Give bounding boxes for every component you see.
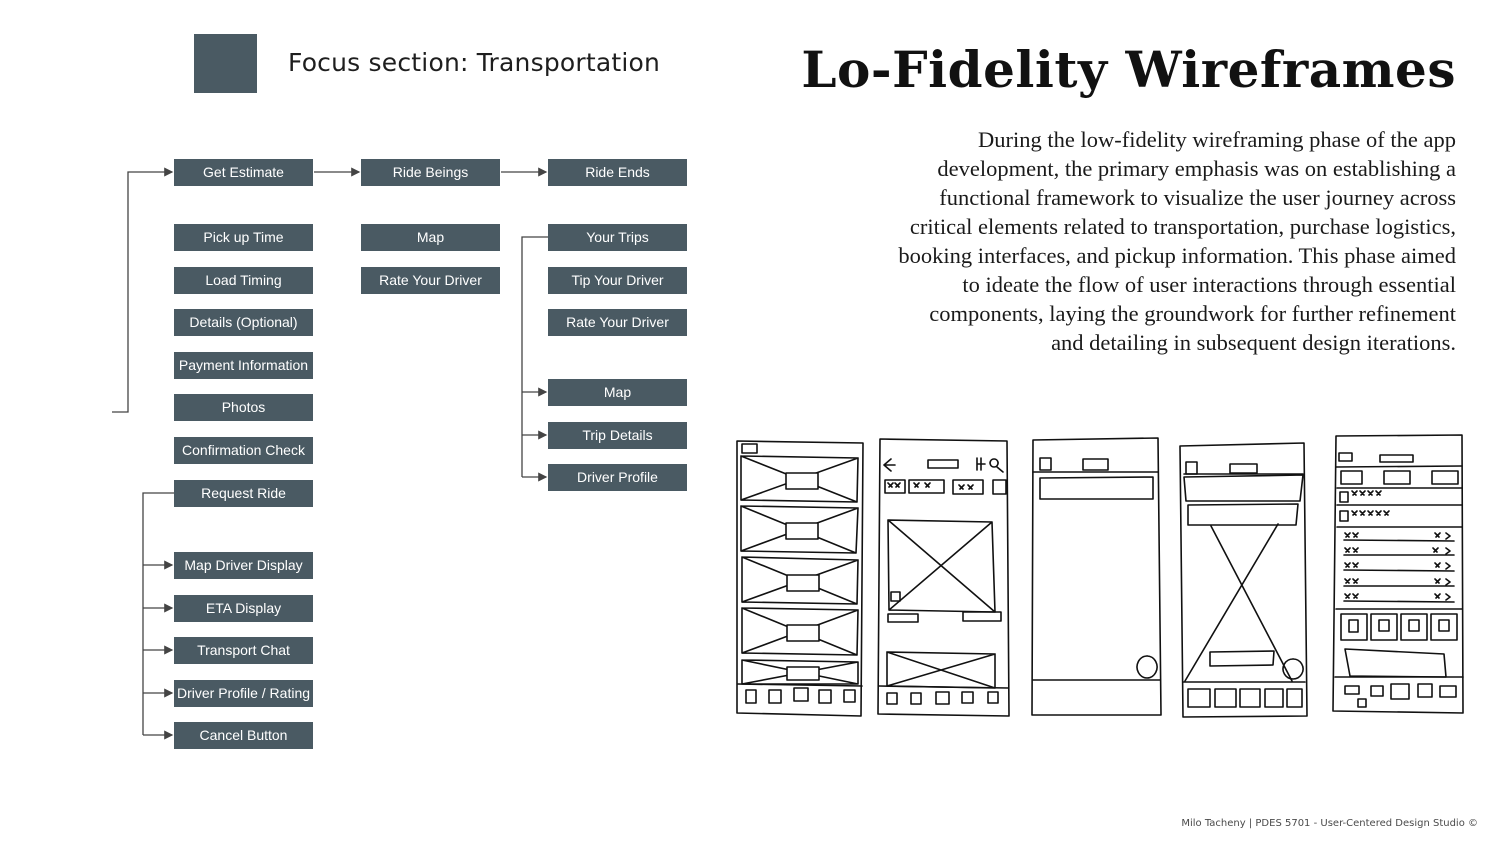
- footer-credit: Milo Tacheny | PDES 5701 - User-Centered…: [1181, 818, 1478, 829]
- connector-your-trips-trunk: [521, 236, 548, 477]
- flow-node-driver-profile: Driver Profile: [548, 464, 687, 491]
- flow-node-photos: Photos: [174, 394, 313, 421]
- flow-node-details-optional: Details (Optional): [174, 309, 313, 336]
- flow-node-cancel-button: Cancel Button: [174, 722, 313, 749]
- flow-node-payment-information: Payment Information: [174, 352, 313, 379]
- wireframe-sketch-5: [1332, 434, 1464, 714]
- wireframe-sketch-3: [1031, 437, 1162, 716]
- wireframe-sketch-1: [736, 440, 864, 717]
- flow-node-ride-begins: Ride Beings: [361, 159, 500, 186]
- page-title: Lo-Fidelity Wireframes: [801, 40, 1456, 99]
- flow-node-driver-profile-rating: Driver Profile / Rating: [174, 680, 313, 707]
- focus-section-label: Focus section: Transportation: [288, 48, 661, 77]
- flow-node-load-timing: Load Timing: [174, 267, 313, 294]
- flow-node-get-estimate: Get Estimate: [174, 159, 313, 186]
- flow-node-rate-your-driver-end: Rate Your Driver: [548, 309, 687, 336]
- connector-request-ride-trunk: [142, 492, 174, 735]
- flow-node-trip-details: Trip Details: [548, 422, 687, 449]
- flow-node-ride-ends: Ride Ends: [548, 159, 687, 186]
- flow-node-your-trips: Your Trips: [548, 224, 687, 251]
- flow-node-tip-your-driver: Tip Your Driver: [548, 267, 687, 294]
- wireframe-sketch-4: [1179, 442, 1308, 718]
- flow-node-map-driver-display: Map Driver Display: [174, 552, 313, 579]
- flow-node-map-end: Map: [548, 379, 687, 406]
- flow-node-pick-up-time: Pick up Time: [174, 224, 313, 251]
- flow-node-confirmation-check: Confirmation Check: [174, 437, 313, 464]
- flow-node-map: Map: [361, 224, 500, 251]
- flow-node-request-ride: Request Ride: [174, 480, 313, 507]
- description-paragraph: During the low-fidelity wireframing phas…: [898, 127, 1456, 355]
- flow-node-rate-your-driver: Rate Your Driver: [361, 267, 500, 294]
- flow-node-eta-display: ETA Display: [174, 595, 313, 622]
- connector-to-get-estimate: [112, 167, 174, 413]
- wireframe-sketch-2: [877, 438, 1010, 717]
- flow-node-transport-chat: Transport Chat: [174, 637, 313, 664]
- color-swatch: [194, 34, 257, 93]
